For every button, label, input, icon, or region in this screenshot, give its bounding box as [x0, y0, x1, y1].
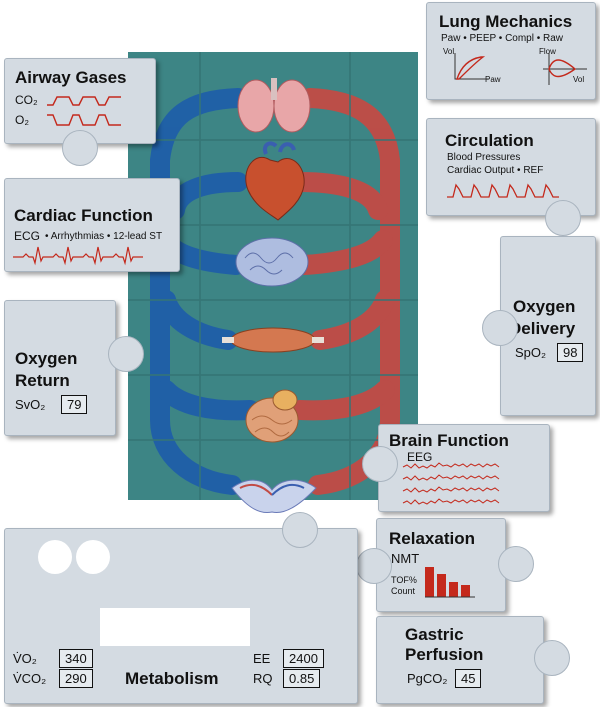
- vo2-label: V̇O₂: [13, 651, 37, 666]
- metabolism-title: Metabolism: [125, 669, 219, 688]
- ee-label: EE: [253, 651, 271, 666]
- oxygen-return-title-1: Oxygen: [15, 349, 78, 368]
- circulation-piece[interactable]: Circulation Blood Pressures Cardiac Outp…: [426, 118, 596, 216]
- airway-gases-piece[interactable]: Airway Gases CO₂ O₂: [4, 58, 156, 144]
- lung-mechanics-title: Lung Mechanics: [439, 12, 573, 31]
- puzzle-knob: [108, 336, 144, 372]
- puzzle-knob: [545, 200, 581, 236]
- oxygen-delivery-title-1: Oxygen: [513, 297, 576, 316]
- puzzle-knob: [482, 310, 518, 346]
- intestines-icon: [245, 389, 299, 443]
- ecg-wave: [13, 246, 143, 266]
- co2-label: CO₂: [15, 93, 38, 107]
- cardiac-function-piece[interactable]: Cardiac Function ECG • Arrhythmias • 12-…: [4, 178, 180, 272]
- tof-bar: [449, 582, 458, 597]
- lung-mechanics-piece[interactable]: Lung Mechanics Paw • PEEP • Compl • Raw …: [426, 2, 596, 100]
- rq-label: RQ: [253, 671, 273, 686]
- eeg-label: EEG: [407, 450, 433, 464]
- muscle-icon: [222, 327, 324, 353]
- pgco2-label: PgCO₂: [407, 671, 448, 686]
- artery-paths: [290, 88, 400, 495]
- eeg-wave: [402, 462, 500, 505]
- cardiac-output-label: Cardiac Output • REF: [447, 165, 544, 176]
- tof-bar: [461, 585, 470, 597]
- spo2-label: SpO₂: [515, 345, 547, 360]
- puzzle-knob: [534, 640, 570, 676]
- svo2-value: 79: [61, 395, 88, 414]
- puzzle-knob: [362, 446, 398, 482]
- puzzle-knob: [282, 512, 318, 548]
- vco2-value: 290: [59, 669, 93, 688]
- tof-bars: [425, 567, 475, 598]
- cardiac-subtitle: • Arrhythmias • 12-lead ST: [45, 231, 163, 242]
- relaxation-title: Relaxation: [389, 529, 475, 548]
- gastric-perfusion-piece[interactable]: Gastric Perfusion PgCO₂ 45: [376, 616, 544, 704]
- gastric-perfusion-title-2: Perfusion: [405, 645, 484, 664]
- flow-axis-label: Flow: [539, 47, 556, 56]
- vol-axis-label: Vol: [443, 47, 455, 56]
- vol-axis-label-2: Vol: [573, 75, 585, 84]
- blood-pressures-label: Blood Pressures: [447, 152, 521, 163]
- ee-value: 2400: [283, 649, 324, 668]
- puzzle-notch: [38, 540, 72, 574]
- svo2-label: SvO₂: [15, 397, 46, 412]
- spo2-value: 98: [557, 343, 584, 362]
- heart-icon: [245, 141, 305, 221]
- board-seams: [128, 52, 418, 500]
- ecg-label: ECG: [14, 229, 41, 243]
- capillary-bed-icon: [231, 479, 317, 514]
- rq-value: 0.85: [283, 669, 321, 688]
- tof-bar: [425, 567, 434, 597]
- brain-function-title: Brain Function: [389, 431, 509, 450]
- puzzle-cutout: [100, 608, 250, 646]
- gastric-perfusion-title-1: Gastric: [405, 625, 464, 644]
- circulation-title: Circulation: [445, 131, 534, 150]
- puzzle-notch: [76, 540, 110, 574]
- lungs-icon: [237, 78, 311, 133]
- nmt-label: NMT: [391, 551, 420, 566]
- pressure-volume-loop: [454, 53, 587, 85]
- puzzle-knob: [356, 548, 392, 584]
- vein-paths: [150, 88, 260, 495]
- count-label: Count: [391, 586, 416, 596]
- vco2-label: V̇CO₂: [13, 671, 47, 686]
- puzzle-knob: [498, 546, 534, 582]
- capnogram-wave: [47, 96, 121, 126]
- o2-label: O₂: [15, 113, 29, 127]
- puzzle-knob: [62, 130, 98, 166]
- cardiac-function-title: Cardiac Function: [14, 206, 153, 225]
- airway-gases-title: Airway Gases: [15, 68, 127, 87]
- oxygen-return-piece[interactable]: Oxygen Return SvO₂ 79: [4, 300, 116, 436]
- paw-axis-label: Paw: [485, 75, 501, 84]
- vo2-value: 340: [59, 649, 93, 668]
- lung-mechanics-subtitle: Paw • PEEP • Compl • Raw: [441, 33, 564, 44]
- blood-pressure-wave: [447, 183, 559, 198]
- brain-function-piece[interactable]: Brain Function EEG: [378, 424, 550, 512]
- tof-bar: [437, 574, 446, 597]
- tof-label: TOF%: [391, 575, 417, 585]
- relaxation-piece[interactable]: Relaxation NMT TOF% Count: [376, 518, 506, 612]
- brain-icon: [235, 237, 309, 287]
- oxygen-delivery-title-2: Delivery: [509, 319, 576, 338]
- pgco2-value: 45: [455, 669, 482, 688]
- oxygen-return-title-2: Return: [15, 371, 70, 390]
